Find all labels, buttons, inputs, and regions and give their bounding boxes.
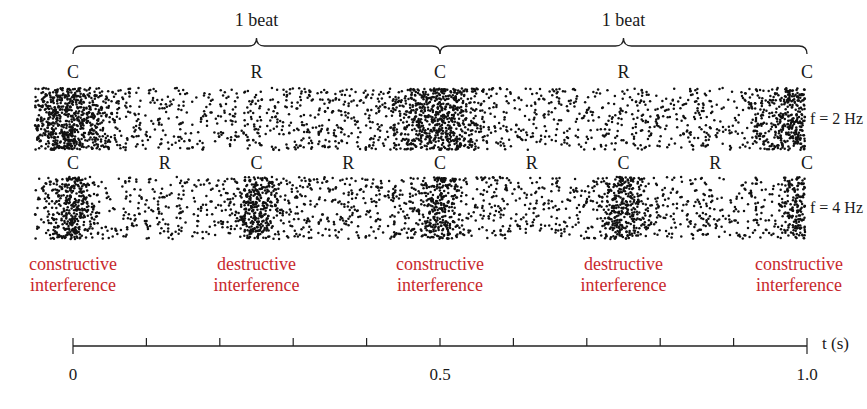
stage: 1 beat1 beatCRCRCf = 2 HzCRCRCRCRCf = 4 … — [0, 0, 867, 409]
